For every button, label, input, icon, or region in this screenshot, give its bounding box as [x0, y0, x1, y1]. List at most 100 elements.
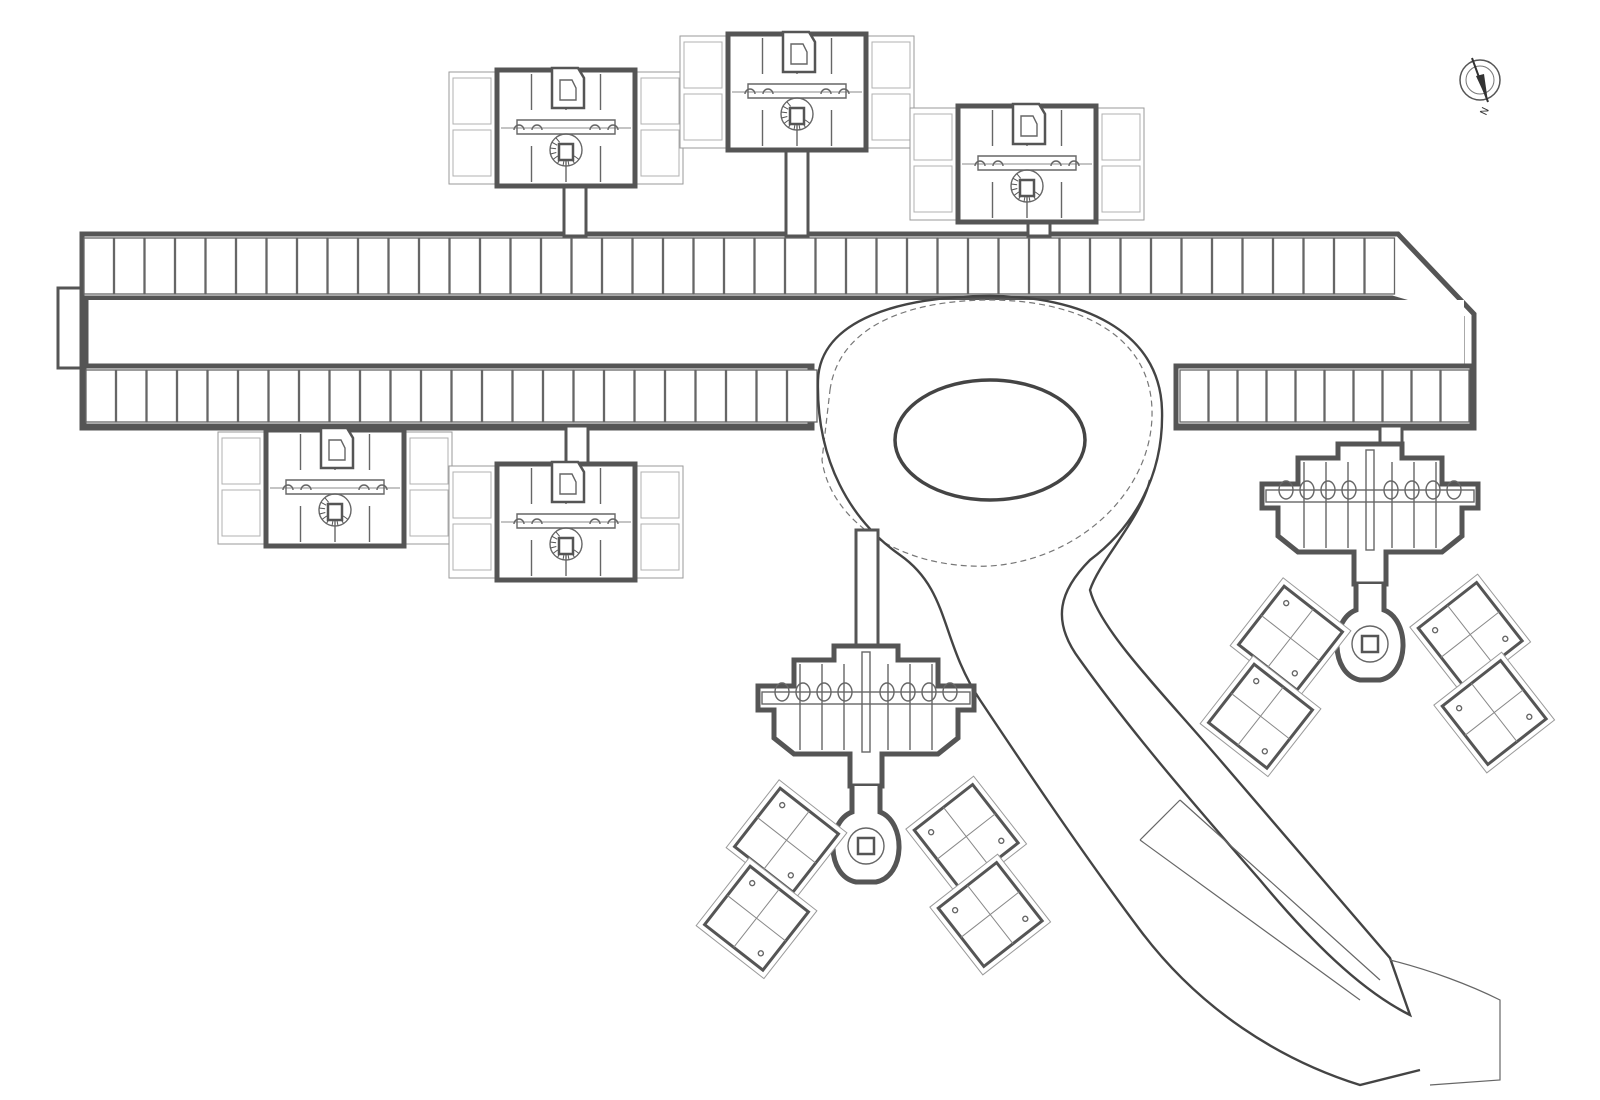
room-cell [571, 237, 603, 295]
room-cell [146, 369, 178, 423]
room-cell [967, 237, 999, 295]
terrace-wing [1199, 655, 1322, 778]
roundabout [816, 294, 1501, 1087]
room-cell [113, 237, 145, 295]
north-letter: N [1479, 106, 1492, 117]
room-cell [695, 369, 727, 423]
room-cell [1150, 237, 1182, 295]
room-cell [1440, 369, 1470, 423]
room-cell [756, 369, 788, 423]
room-cell [237, 369, 269, 423]
room-cell [327, 237, 359, 295]
room-cell [1211, 237, 1243, 295]
room-cell [207, 369, 239, 423]
room-cell [1295, 369, 1325, 423]
square-house [448, 66, 684, 189]
room-cell [420, 369, 452, 423]
room-cell [1364, 237, 1396, 295]
room-cell [937, 237, 969, 295]
room-cell [1028, 237, 1060, 295]
room-cell [1303, 237, 1335, 295]
room-cell [1272, 237, 1304, 295]
room-cell [1059, 237, 1091, 295]
room-cell [542, 369, 574, 423]
room-cell [634, 369, 666, 423]
room-cell [1179, 369, 1209, 423]
room-cell [784, 237, 816, 295]
room-cell [176, 369, 208, 423]
cross-house-clusters [695, 441, 1556, 980]
room-cell [388, 237, 420, 295]
room-cell [754, 237, 786, 295]
room-cell [1266, 369, 1296, 423]
room-cell [723, 237, 755, 295]
room-cell [296, 237, 328, 295]
room-cell [510, 237, 542, 295]
cross-house [695, 643, 1052, 980]
room-cell [235, 237, 267, 295]
room-cell [449, 237, 481, 295]
room-cell [481, 369, 513, 423]
room-cell [357, 237, 389, 295]
room-cell [512, 369, 544, 423]
room-cell [601, 237, 633, 295]
room-cell [1353, 369, 1383, 423]
room-cell [603, 369, 635, 423]
room-cell [174, 237, 206, 295]
room-cell [298, 369, 330, 423]
terrace-wing [695, 857, 818, 980]
room-cell [1181, 237, 1213, 295]
upper-room-cells [83, 237, 1396, 295]
room-cell [418, 237, 450, 295]
room-cell [1382, 369, 1412, 423]
room-cell [268, 369, 300, 423]
square-house [909, 102, 1145, 225]
room-cell [85, 369, 117, 423]
room-cell [329, 369, 361, 423]
room-cell [266, 237, 298, 295]
square-house [679, 30, 915, 153]
room-cell [83, 237, 115, 295]
terrace-wing [929, 853, 1052, 976]
cross-house [1199, 441, 1556, 778]
room-cell [1120, 237, 1152, 295]
room-cell [786, 369, 818, 423]
room-cell [451, 369, 483, 423]
room-cell [906, 237, 938, 295]
room-cell [1411, 369, 1441, 423]
room-cell [1242, 237, 1274, 295]
room-cell [632, 237, 664, 295]
room-cell [479, 237, 511, 295]
room-cell [664, 369, 696, 423]
terrace-wing [1433, 651, 1556, 774]
room-cell [540, 237, 572, 295]
forecourt-outline [816, 294, 1413, 1018]
room-cell [115, 369, 147, 423]
square-house [217, 426, 453, 549]
room-cell [1089, 237, 1121, 295]
west-end-bay [56, 286, 84, 370]
corridor [84, 300, 1464, 366]
room-cell [876, 237, 908, 295]
room-cell [845, 237, 877, 295]
room-cell [390, 369, 422, 423]
room-cell [725, 369, 757, 423]
room-cell [1324, 369, 1354, 423]
room-cell [693, 237, 725, 295]
lower-room-cells [85, 369, 1470, 423]
room-cell [1208, 369, 1238, 423]
room-cell [1237, 369, 1267, 423]
room-cell [573, 369, 605, 423]
room-cell [359, 369, 391, 423]
room-cell [144, 237, 176, 295]
room-cell [1333, 237, 1365, 295]
room-cell [205, 237, 237, 295]
room-cell [662, 237, 694, 295]
central-planter [893, 378, 1087, 502]
room-cell [815, 237, 847, 295]
north-arrow-icon: N [1459, 57, 1501, 117]
square-house [448, 460, 684, 583]
square-house-clusters [217, 30, 1145, 583]
room-cell [998, 237, 1030, 295]
